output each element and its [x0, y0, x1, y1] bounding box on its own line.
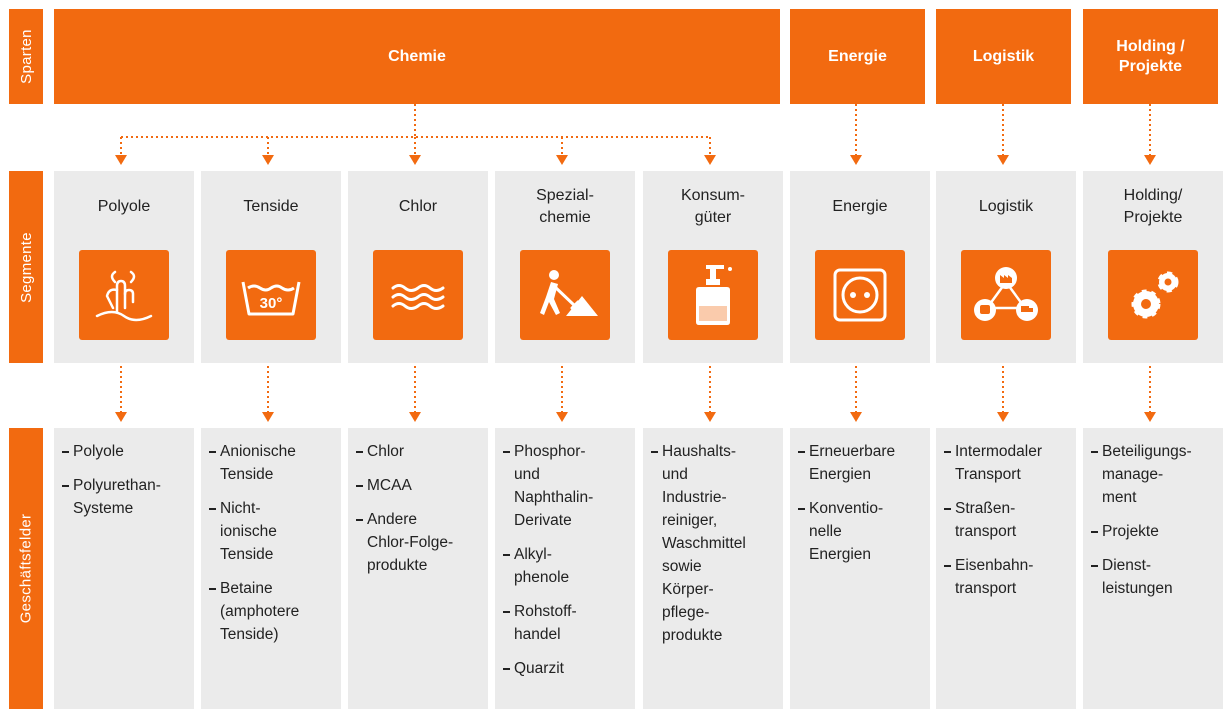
- fields-energie: Erneuerbare Energien Konventio- nelle En…: [790, 428, 930, 709]
- row-label-sparten: Sparten: [9, 9, 43, 104]
- segment-konsumgueter: Konsum- güter: [643, 171, 783, 363]
- list-item: Nicht- ionische Tenside: [209, 497, 337, 566]
- list-item: Eisenbahn- transport: [944, 554, 1072, 600]
- wash-30-icon: 30°: [226, 250, 316, 340]
- list-item: Betaine (amphotere Tenside): [209, 577, 337, 646]
- list-item: Chlor: [356, 440, 484, 463]
- list-item: Quarzit: [503, 657, 631, 680]
- list-item: Beteiligungs- manage- ment: [1091, 440, 1219, 509]
- fields-chlor: Chlor MCAA Andere Chlor-Folge- produkte: [348, 428, 488, 709]
- sparte-logistik: Logistik: [936, 9, 1071, 104]
- segment-logistik: Logistik: [936, 171, 1076, 363]
- fields-tenside: Anionische Tenside Nicht- ionische Tensi…: [201, 428, 341, 709]
- sparte-energie: Energie: [790, 9, 925, 104]
- segment-title: Chlor: [398, 198, 438, 215]
- segment-tenside: Tenside 30°: [201, 171, 341, 363]
- segment-title: Logistik: [978, 198, 1034, 215]
- list-item: Rohstoff- handel: [503, 600, 631, 646]
- soap-dispenser-icon: [668, 250, 758, 340]
- list-item: Phosphor- und Naphthalin- Derivate: [503, 440, 631, 532]
- list-item: Andere Chlor-Folge- produkte: [356, 508, 484, 577]
- hand-finger-icon: [79, 250, 169, 340]
- logistics-network-icon: [961, 250, 1051, 340]
- segment-spezialchemie: Spezial- chemie: [495, 171, 635, 363]
- segment-holding-projekte: Holding/ Projekte: [1083, 171, 1223, 363]
- segment-title: Energie: [832, 198, 888, 215]
- segment-title: Konsum- güter: [680, 187, 746, 226]
- fields-polyole: Polyole Polyurethan- Systeme: [54, 428, 194, 709]
- list-item: Anionische Tenside: [209, 440, 337, 486]
- row-label-segmente: Segmente: [9, 171, 43, 363]
- list-item: Konventio- nelle Energien: [798, 497, 926, 566]
- gears-icon: [1108, 250, 1198, 340]
- list-item: Dienst- leistungen: [1091, 554, 1219, 600]
- sparte-holding-projekte: Holding / Projekte: [1083, 9, 1218, 104]
- list-item: Haushalts- und Industrie- reiniger, Wasc…: [651, 440, 779, 647]
- segment-title: Tenside: [243, 198, 299, 215]
- list-item: Alkyl- phenole: [503, 543, 631, 589]
- segment-chlor: Chlor: [348, 171, 488, 363]
- segment-title: Spezial- chemie: [536, 187, 594, 226]
- sparte-chemie: Chemie: [54, 9, 780, 104]
- segment-title: Polyole: [97, 198, 151, 215]
- list-item: Erneuerbare Energien: [798, 440, 926, 486]
- worker-shovel-icon: [520, 250, 610, 340]
- list-item: Polyurethan- Systeme: [62, 474, 190, 520]
- waves-icon: [373, 250, 463, 340]
- wash-temperature-text: 30°: [260, 295, 283, 312]
- fields-holding-projekte: Beteiligungs- manage- ment Projekte Dien…: [1083, 428, 1223, 709]
- list-item: Straßen- transport: [944, 497, 1072, 543]
- row-label-geschaeftsfelder: Geschäftsfelder: [9, 428, 43, 709]
- list-item: Intermodaler Transport: [944, 440, 1072, 486]
- fields-logistik: Intermodaler Transport Straßen- transpor…: [936, 428, 1076, 709]
- list-item: Projekte: [1091, 520, 1219, 543]
- power-socket-icon: [815, 250, 905, 340]
- segment-energie: Energie: [790, 171, 930, 363]
- list-item: Polyole: [62, 440, 190, 463]
- list-item: MCAA: [356, 474, 484, 497]
- segment-polyole: Polyole: [54, 171, 194, 363]
- fields-konsumgueter: Haushalts- und Industrie- reiniger, Wasc…: [643, 428, 783, 709]
- segment-title: Holding/ Projekte: [1123, 187, 1183, 226]
- fields-spezialchemie: Phosphor- und Naphthalin- Derivate Alkyl…: [495, 428, 635, 709]
